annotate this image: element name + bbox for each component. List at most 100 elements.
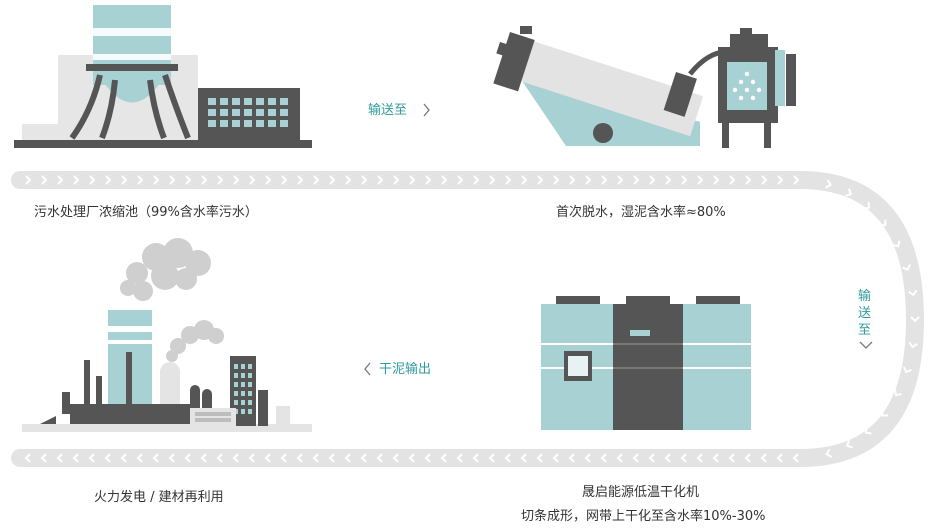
conveyor-chevron-icon [881, 409, 889, 417]
window [248, 400, 252, 405]
conveyor-chevron-icon [648, 453, 655, 463]
low-temp-dryer-illustration [541, 296, 751, 430]
conveyor-chevron-icon [864, 426, 872, 435]
window [280, 109, 288, 116]
conveyor-chevron-icon [137, 175, 144, 185]
conveyor-chevron-icon [761, 175, 768, 185]
conveyor-chevron-icon [617, 175, 624, 185]
wastewater-plant-illustration [14, 5, 312, 148]
conveyor-chevron-icon [536, 453, 543, 463]
window [280, 98, 288, 105]
conveyor-chevron-icon [200, 453, 207, 463]
window [234, 391, 238, 396]
dot [744, 71, 750, 77]
conveyor-chevron-icon [680, 453, 687, 463]
conveyor-chevron-icon [601, 175, 608, 185]
conveyor-chevron-icon [376, 453, 383, 463]
window [234, 364, 238, 369]
dot [738, 95, 744, 101]
conveyor-chevron-icon [879, 219, 887, 227]
screw-press-illustration [493, 26, 796, 148]
conveyor-chevron-icon [908, 341, 918, 349]
connector-dry-sludge-output: 干泥输出 [379, 361, 431, 377]
conveyor-chevron-icon [345, 175, 352, 185]
window [208, 120, 216, 127]
conveyor-chevron-icon [792, 453, 799, 463]
conveyor-chevron-icon [713, 175, 720, 185]
window [220, 98, 228, 105]
conveyor-chevron-icon [121, 175, 128, 185]
window [232, 98, 240, 105]
window [248, 364, 252, 369]
conveyor-chevron-icon [184, 453, 191, 463]
window [256, 120, 264, 127]
conveyor-chevron-icon [537, 175, 544, 185]
window [244, 98, 252, 105]
conveyor-chevron-icon [488, 453, 495, 463]
conveyor-chevron-icon [89, 175, 96, 185]
window [268, 120, 276, 127]
conveyor-chevron-icon [232, 453, 239, 463]
conveyor-chevron-icon [216, 453, 223, 463]
conveyor-chevron-icon [248, 453, 255, 463]
conveyor-chevron-icon [440, 453, 447, 463]
window [208, 98, 216, 105]
conveyor-chevron-icon [424, 453, 431, 463]
conveyor-chevron-icon [328, 453, 335, 463]
window [241, 373, 245, 378]
conveyor-chevron-icon [744, 453, 751, 463]
conveyor-chevron-icon [41, 175, 48, 185]
conveyor-chevron-icon [908, 289, 918, 297]
window [220, 120, 228, 127]
conveyor-chevron-icon [903, 366, 912, 374]
conveyor-chevron-icon [863, 201, 871, 210]
conveyor-chevron-icon [793, 175, 800, 185]
conveyor-chevron-icon [40, 453, 47, 463]
conveyor-chevron-icon [696, 453, 703, 463]
conveyor-chevron-icon [729, 175, 736, 185]
window [244, 109, 252, 116]
window [248, 391, 252, 396]
conveyor-chevron-icon [665, 175, 672, 185]
conveyor-chevron-icon [265, 175, 272, 185]
window [248, 382, 252, 387]
conveyor-chevron-icon [633, 175, 640, 185]
dot [732, 87, 738, 93]
conveyor-chevron-icon [472, 453, 479, 463]
conveyor-chevron-icon [393, 175, 400, 185]
conveyor-chevron-icon [825, 179, 832, 189]
conveyor-chevron-icon [664, 453, 671, 463]
conveyor-chevron-icon [360, 453, 367, 463]
conveyor-chevron-icon [73, 175, 80, 185]
window [220, 109, 228, 116]
conveyor-chevron-icon [72, 453, 79, 463]
smoke-cloud-small [166, 320, 224, 362]
window [208, 109, 216, 116]
dot [756, 87, 762, 93]
conveyor-chevron-icon [712, 453, 719, 463]
conveyor-chevron-icon [697, 175, 704, 185]
conveyor-chevron-icon [825, 448, 833, 458]
conveyor-chevron-icon [552, 453, 559, 463]
conveyor-chevron-icon [521, 175, 528, 185]
conveyor-chevron-icon [473, 175, 480, 185]
window [241, 391, 245, 396]
conveyor-chevron-icon [152, 453, 159, 463]
conveyor-chevron-icon [120, 453, 127, 463]
conveyor-chevron-icon [329, 175, 336, 185]
conveyor-chevron-icon [457, 175, 464, 185]
connector-to-dryer-char1: 输 [858, 288, 871, 304]
conveyor-chevron-icon [264, 453, 271, 463]
conveyor-chevron-icon [489, 175, 496, 185]
conveyor-chevron-icon [24, 453, 31, 463]
window [256, 98, 264, 105]
conveyor-chevron-icon [681, 175, 688, 185]
conveyor-chevron-icon [105, 175, 112, 185]
window [244, 120, 252, 127]
dot [744, 87, 750, 93]
conveyor-chevron-icon [409, 175, 416, 185]
step-label-dewatering: 首次脱水，湿泥含水率≈80% [556, 204, 726, 220]
conveyor-chevron-icon [168, 453, 175, 463]
connector-to-dryer-char2: 送 [858, 306, 871, 321]
